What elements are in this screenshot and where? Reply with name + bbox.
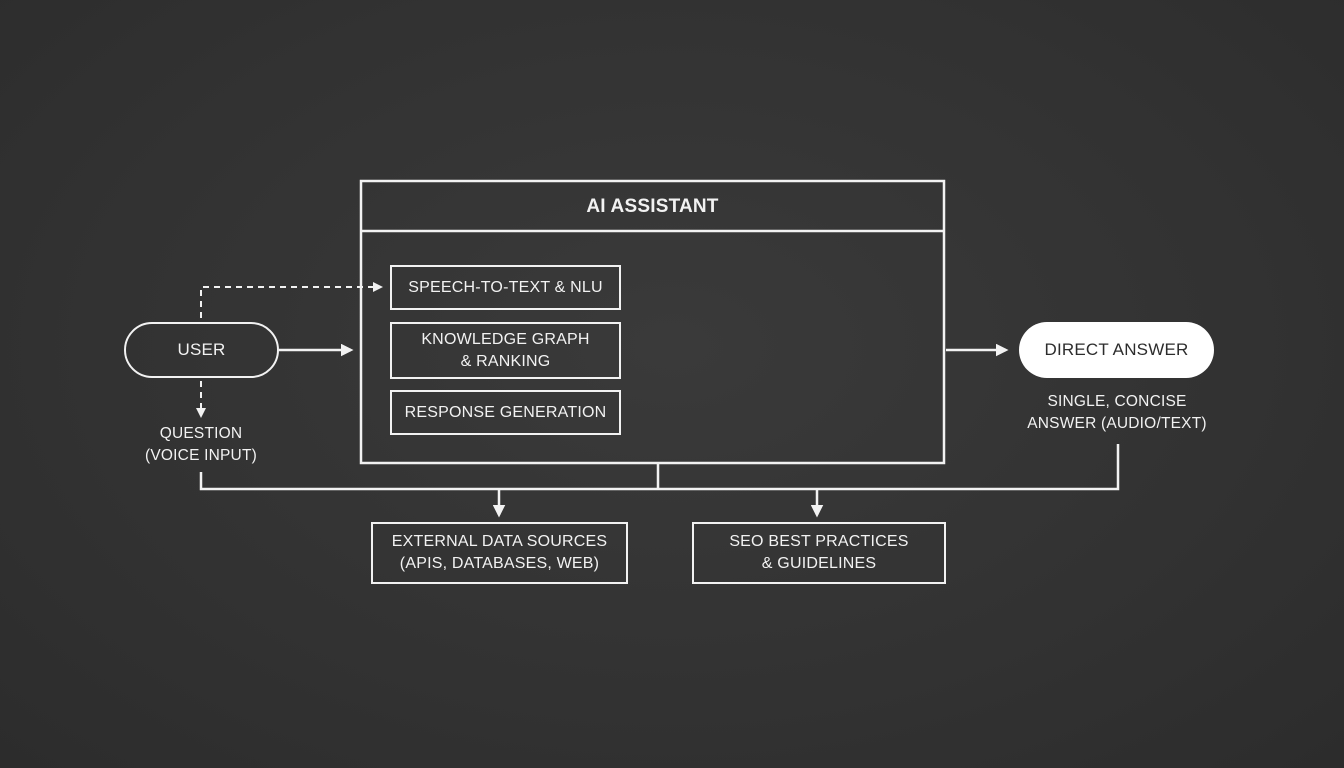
module-response-generation: RESPONSE GENERATION	[390, 390, 621, 435]
external-data-sources-line-2: (APIS, DATABASES, WEB)	[399, 555, 600, 572]
answer-caption-line-2: ANSWER (AUDIO/TEXT)	[1027, 415, 1207, 432]
dashed-arrow-user-to-speech	[200, 282, 383, 318]
direct-answer-label: DIRECT ANSWER	[1044, 340, 1189, 359]
direct-answer-node: DIRECT ANSWER	[1019, 322, 1214, 378]
answer-caption-line-1: SINGLE, CONCISE	[1047, 393, 1187, 410]
bottom-bus-line	[199, 444, 1120, 491]
question-caption-line-1: QUESTION	[159, 425, 243, 442]
user-node: USER	[124, 322, 279, 378]
module-knowledge-graph-line-1: KNOWLEDGE GRAPH	[421, 330, 590, 348]
module-speech-to-text: SPEECH-TO-TEXT & NLU	[390, 265, 621, 310]
answer-caption: SINGLE, CONCISE ANSWER (AUDIO/TEXT)	[1018, 390, 1216, 436]
module-speech-to-text-label: SPEECH-TO-TEXT & NLU	[408, 278, 603, 296]
module-knowledge-graph: KNOWLEDGE GRAPH & RANKING	[390, 322, 621, 379]
external-data-sources-box: EXTERNAL DATA SOURCES (APIS, DATABASES, …	[371, 522, 628, 584]
external-data-sources-line-1: EXTERNAL DATA SOURCES	[391, 533, 608, 550]
question-caption: QUESTION (VOICE INPUT)	[120, 422, 282, 468]
seo-best-practices-box: SEO BEST PRACTICES & GUIDELINES	[692, 522, 946, 584]
seo-best-practices-line-2: & GUIDELINES	[761, 555, 877, 572]
assistant-title: AI ASSISTANT	[586, 196, 719, 217]
module-knowledge-graph-line-2: & RANKING	[460, 352, 551, 370]
assistant-container	[359, 179, 946, 465]
module-response-generation-label: RESPONSE GENERATION	[404, 403, 607, 421]
user-label: USER	[177, 340, 226, 359]
seo-best-practices-line-1: SEO BEST PRACTICES	[729, 533, 909, 550]
question-caption-line-2: (VOICE INPUT)	[145, 447, 257, 464]
